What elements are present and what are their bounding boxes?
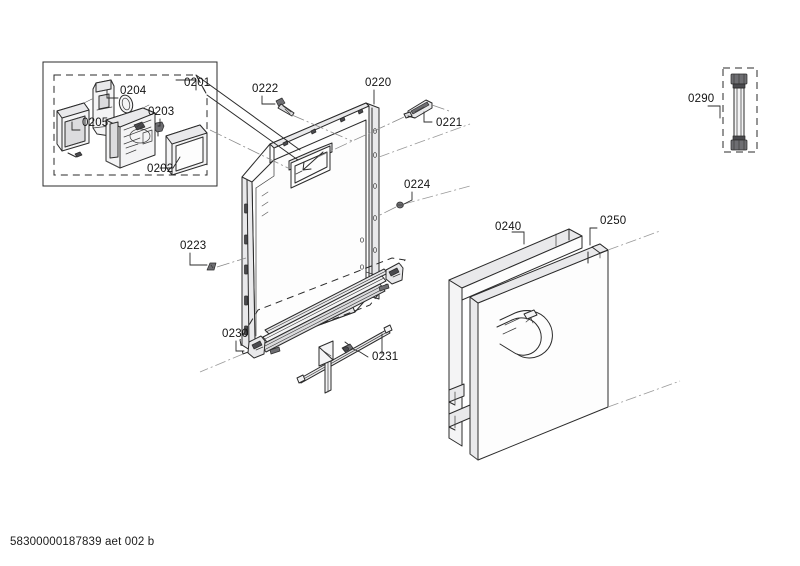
cl-0201-axis (209, 129, 289, 169)
label-0231: 0231 (372, 351, 398, 363)
leader-0250 (589, 227, 598, 246)
cl-0201-to-door-2 (206, 94, 299, 161)
leader-0223 (189, 252, 208, 266)
label-leaders (71, 79, 721, 358)
label-0220: 0220 (365, 77, 391, 89)
cl-decor-top (607, 230, 661, 251)
cl-0221-axis-right (431, 104, 453, 113)
leader-0222 (261, 95, 276, 105)
part-0240-door-outer-panel (448, 228, 583, 447)
part-0224-rivet-pin (396, 201, 404, 209)
part-0221-door-latch-catch (403, 99, 433, 119)
leader-0205 (71, 121, 81, 131)
leader-0240 (511, 231, 525, 245)
label-0230: 0230 (222, 328, 248, 340)
label-0250: 0250 (600, 215, 626, 227)
cl-door-upper-right (378, 123, 471, 158)
leader-0203 (157, 118, 161, 127)
label-0202: 0202 (147, 163, 173, 175)
label-0203: 0203 (148, 106, 174, 118)
leader-0231-lower (352, 348, 369, 358)
part-0231-rail-stop-bar (296, 324, 393, 394)
cl-0224-axis (377, 206, 397, 217)
label-0290: 0290 (688, 93, 714, 105)
label-0222: 0222 (252, 83, 278, 95)
label-0201: 0201 (184, 77, 210, 89)
label-0221: 0221 (436, 117, 462, 129)
part-0220-inner-door-panel (241, 102, 380, 351)
leader-0230 (235, 340, 245, 352)
door-panel-left-band-holes (244, 203, 249, 336)
part-number-labels: 0201 0204 0205 0203 0202 0222 0220 0221 … (82, 77, 714, 363)
part-0230-lower-rails (247, 262, 404, 359)
group-0230-rail-set (239, 257, 406, 355)
group-0230-dashed-box (239, 257, 406, 355)
label-0240: 0240 (495, 221, 521, 233)
document-caption: 58300000187839 aet 002 b (10, 536, 155, 548)
part-0222-screw (275, 97, 295, 117)
cl-0224-axis-right (403, 185, 471, 205)
group-0290-hose (722, 67, 758, 153)
detergent-dispenser-opening (288, 142, 333, 189)
label-0205: 0205 (82, 117, 108, 129)
cl-0221-axis (317, 116, 405, 158)
label-0224: 0224 (404, 179, 431, 191)
cl-0223-axis (216, 257, 247, 268)
part-0205-display-module (56, 98, 93, 158)
group-0290-dashed-box (722, 67, 758, 153)
cl-rail-left (199, 353, 244, 373)
leader-0221 (423, 111, 433, 123)
cl-decor-bottom (607, 380, 681, 408)
cl-0201-to-door (195, 74, 301, 151)
leader-0202 (159, 156, 181, 169)
leader-0290 (707, 105, 721, 119)
group-0201-corner-chamfer (195, 74, 208, 96)
part-0250-door-front-decor-panel (469, 243, 609, 461)
label-0204: 0204 (120, 85, 147, 97)
part-0223-clip-fastener (206, 262, 217, 271)
cl-0222-axis (291, 114, 353, 142)
leader-0201 (175, 79, 197, 91)
leader-0204 (106, 89, 119, 99)
assembly-centerlines (195, 74, 681, 408)
group-0201-outer-box (42, 61, 218, 187)
door-panel-top-rail-holes (282, 108, 364, 147)
door-handle-recess (496, 309, 553, 359)
leader-0224 (403, 191, 413, 205)
label-0223: 0223 (180, 240, 206, 252)
part-0201-control-unit-housing (105, 104, 156, 169)
